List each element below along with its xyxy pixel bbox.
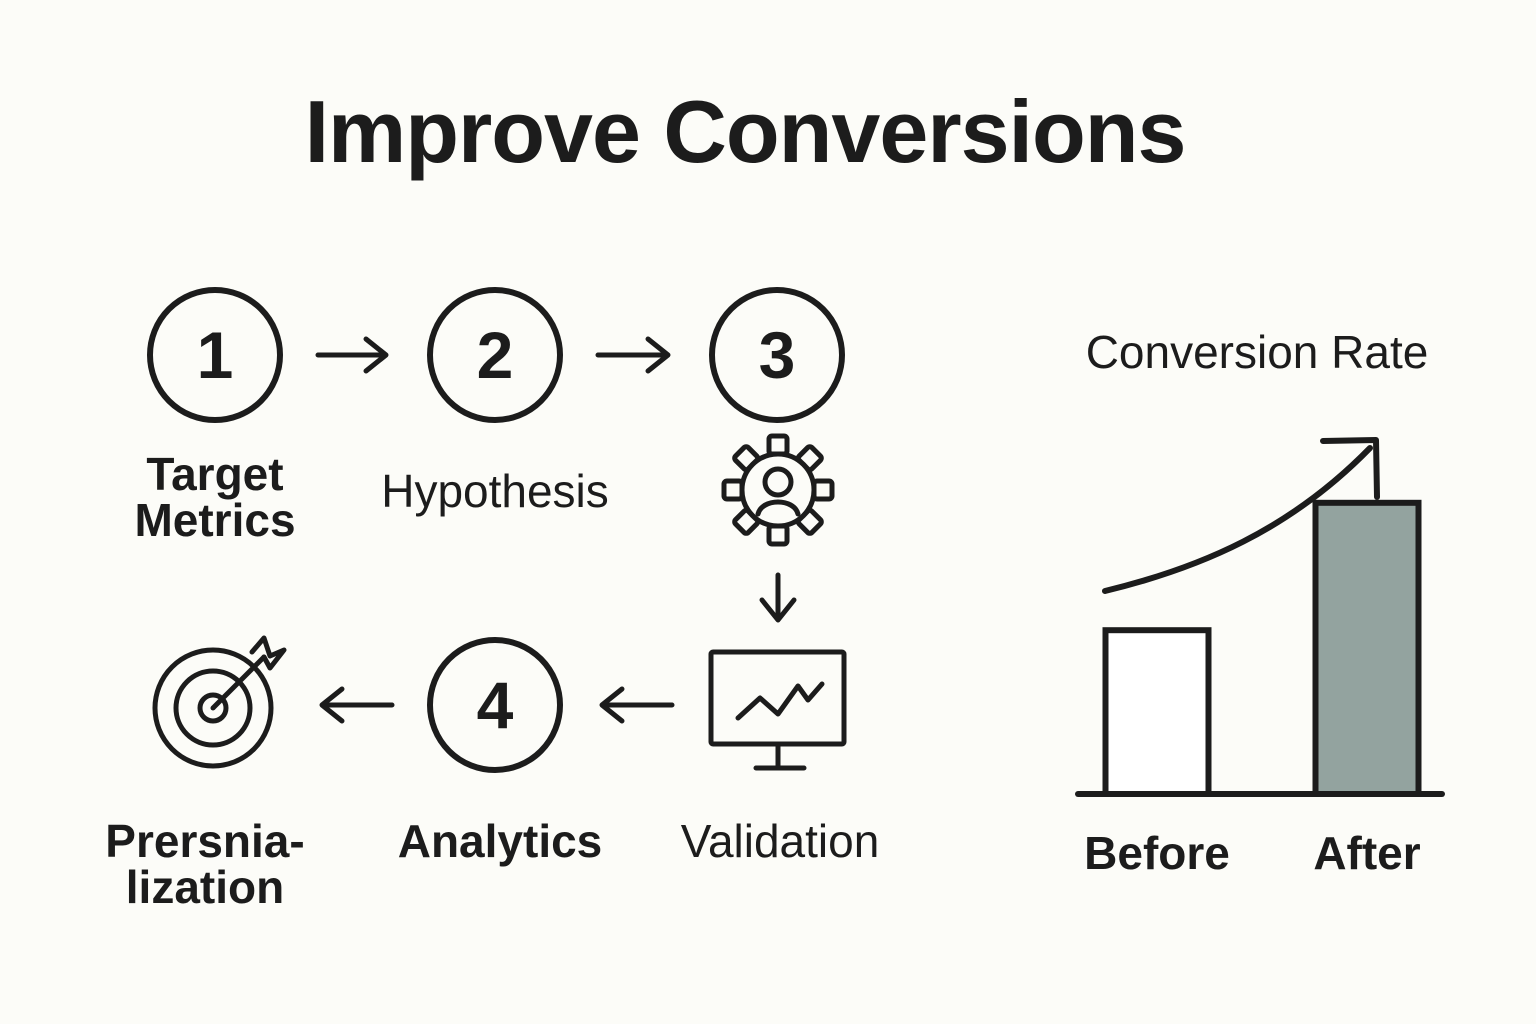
step-4: 4 — [427, 637, 563, 773]
chart-x-labels: Before After — [1084, 827, 1421, 879]
step-4-label: Analytics — [397, 815, 603, 867]
arrow-down-icon — [759, 572, 797, 623]
step-3: 3 — [709, 287, 845, 423]
step-1: 1 — [147, 287, 283, 423]
step-2-circle — [427, 287, 563, 423]
step-1-label: Target Metrics — [134, 448, 296, 546]
chart-title: Conversion Rate — [1086, 326, 1429, 378]
step-1-number: 1 — [197, 318, 234, 392]
step-4-circle — [427, 637, 563, 773]
arrow-right-icon — [595, 336, 671, 374]
step-2-label: Hypothesis — [381, 465, 609, 517]
conversion-chart: Conversion Rate Before After — [1075, 326, 1445, 879]
target-icon — [152, 635, 287, 769]
x-label-before: Before — [1084, 827, 1230, 879]
bar-before — [1102, 627, 1212, 798]
chart-bars — [1102, 499, 1422, 798]
x-label-after: After — [1313, 827, 1420, 879]
validation-label: Validation — [680, 815, 880, 867]
step-1-circle — [147, 287, 283, 423]
step-2-number: 2 — [477, 318, 514, 392]
monitor-chart-icon — [708, 649, 847, 771]
bar-after — [1312, 499, 1422, 797]
trend-arrow-icon — [1102, 437, 1380, 594]
arrow-left-icon — [319, 686, 395, 724]
personalization-label: Prersnia- lization — [105, 815, 305, 913]
step-2: 2 — [427, 287, 563, 423]
step-4-number: 4 — [477, 668, 514, 742]
step-3-number: 3 — [759, 318, 796, 392]
arrow-left-icon — [599, 686, 675, 724]
step-3-circle — [709, 287, 845, 423]
arrow-right-icon — [315, 336, 389, 374]
gear-person-icon — [721, 433, 835, 547]
page-title: Improve Conversions — [304, 82, 1187, 181]
